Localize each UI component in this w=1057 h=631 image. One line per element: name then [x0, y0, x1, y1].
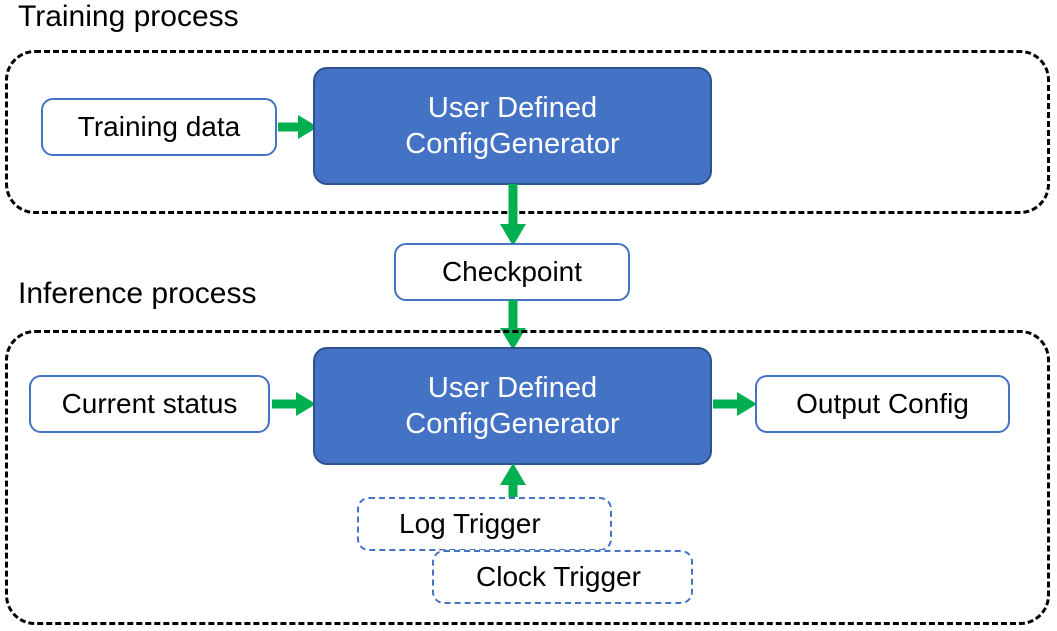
log-trigger-node[interactable]: Log Trigger	[357, 497, 612, 551]
output-config-node[interactable]: Output Config	[755, 375, 1010, 433]
inference-process-label: Inference process	[18, 277, 257, 310]
inference-config-generator-line2: ConfigGenerator	[405, 408, 620, 440]
training-config-generator-line1: User Defined	[427, 91, 598, 124]
training-process-container	[5, 50, 1050, 214]
training-config-generator-line2: ConfigGenerator	[405, 128, 620, 160]
training-config-generator-node[interactable]: User Defined ConfigGenerator	[313, 67, 712, 185]
arrow-generator-to-output-config	[713, 389, 757, 419]
inference-process-container	[5, 330, 1050, 625]
checkpoint-node[interactable]: Checkpoint	[394, 243, 630, 301]
clock-trigger-node[interactable]: Clock Trigger	[432, 550, 693, 604]
inference-config-generator-line1: User Defined	[427, 371, 598, 404]
training-data-node[interactable]: Training data	[41, 98, 277, 156]
current-status-node[interactable]: Current status	[29, 375, 270, 433]
arrow-training-data-to-generator	[278, 112, 318, 142]
arrow-current-status-to-generator	[272, 389, 316, 419]
arrow-checkpoint-to-inference	[496, 300, 530, 350]
arrow-generator-to-checkpoint	[496, 184, 530, 246]
training-process-label: Training process	[18, 0, 239, 33]
inference-config-generator-node[interactable]: User Defined ConfigGenerator	[313, 347, 712, 465]
